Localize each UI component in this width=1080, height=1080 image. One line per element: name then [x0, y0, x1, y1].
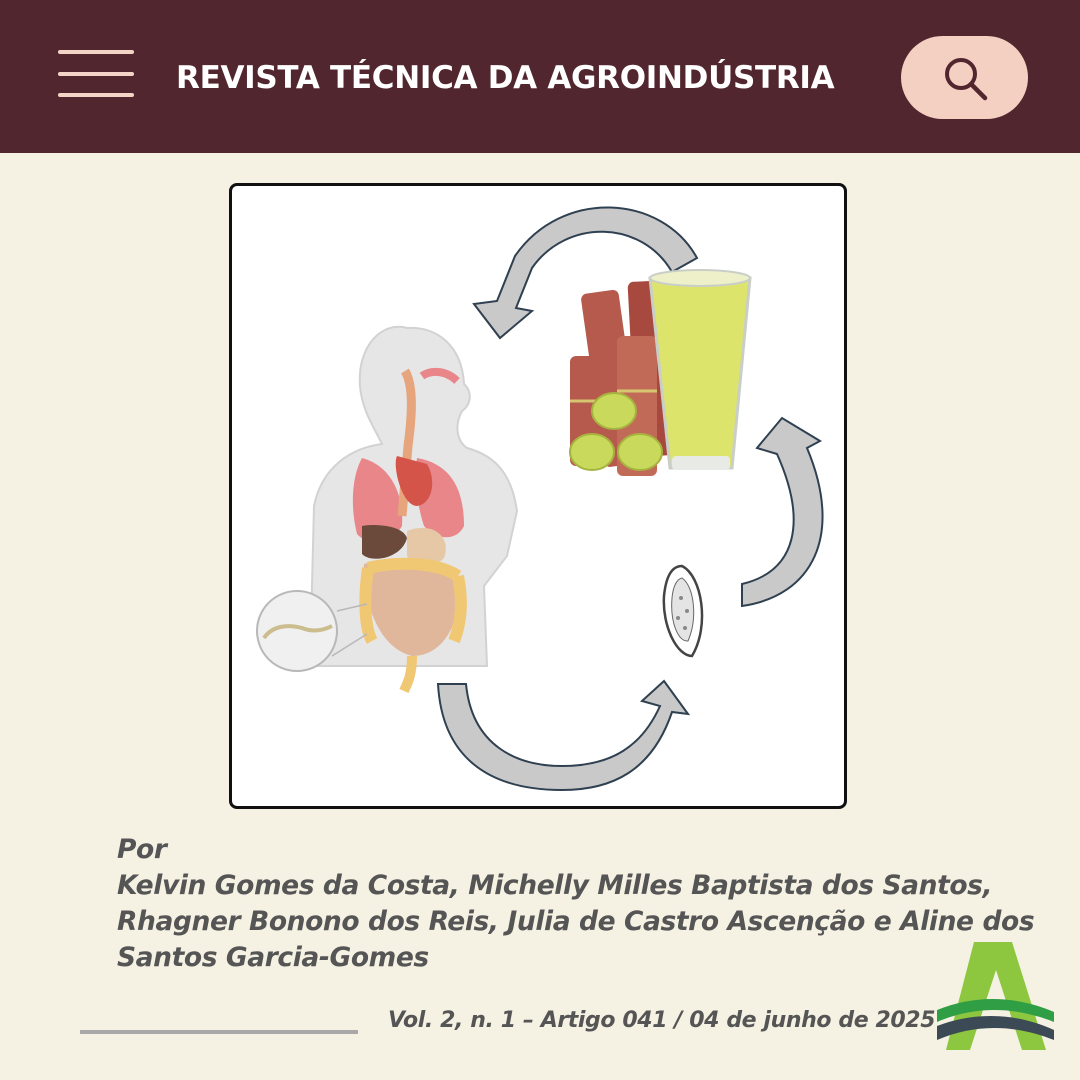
top-bar: REVISTA TÉCNICA DA AGROINDÚSTRIA [0, 0, 1080, 153]
human-digestive-system [256, 325, 519, 694]
search-icon [945, 58, 988, 101]
sugarcane-and-juice-glass [569, 269, 752, 476]
arrow-to-sugarcane [741, 416, 824, 608]
authors-line: Rhagner Bonono dos Reis, Julia de Castro… [117, 906, 1035, 937]
authors-line: Kelvin Gomes da Costa, Michelly Milles B… [117, 870, 993, 901]
author-byline: Por Kelvin Gomes da Costa, Michelly Mill… [117, 832, 1035, 976]
byline-prefix: Por [117, 834, 167, 865]
arrow-to-egg [436, 679, 691, 792]
footer-divider [80, 1030, 358, 1034]
parasite-egg [662, 564, 704, 658]
menu-icon-bar [58, 93, 134, 97]
menu-button[interactable] [58, 48, 136, 100]
life-cycle-illustration [256, 206, 824, 792]
authors-line: Santos Garcia-Gomes [117, 942, 429, 973]
search-button[interactable] [901, 36, 1028, 119]
life-cycle-figure [229, 183, 847, 809]
arrow-to-human [472, 206, 699, 340]
menu-icon-bar [58, 72, 134, 76]
journal-logo [937, 942, 1054, 1050]
hamburger-menu-icon [58, 50, 134, 54]
volume-info: Vol. 2, n. 1 – Artigo 041 / 04 de junho … [388, 1008, 936, 1033]
journal-title: REVISTA TÉCNICA DA AGROINDÚSTRIA [176, 60, 835, 96]
